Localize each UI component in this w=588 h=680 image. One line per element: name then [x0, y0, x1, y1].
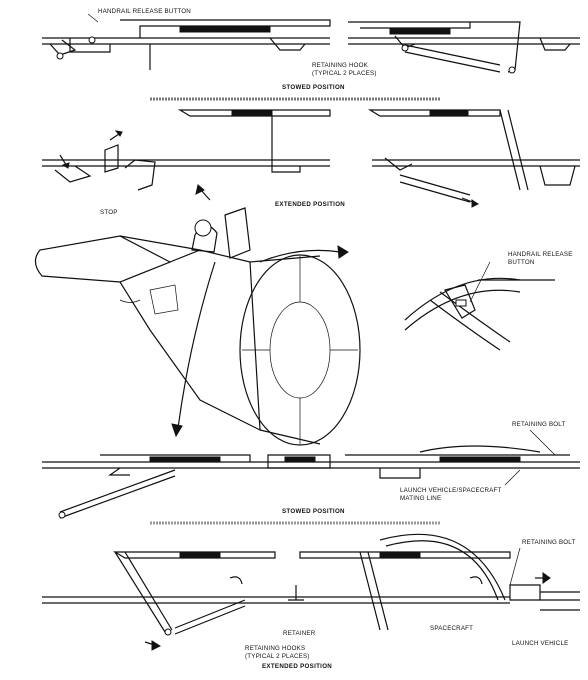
- label-retaining-hook: RETAINING HOOK: [312, 62, 368, 69]
- extended-right-mechanism: [367, 109, 580, 208]
- label-stop: STOP: [100, 209, 118, 216]
- heading-stowed-bottom: STOWED POSITION: [282, 508, 345, 515]
- handrail-release-detail: [404, 261, 555, 351]
- extended-left-mechanism: [42, 109, 331, 191]
- label-launch-vehicle: LAUNCH VEHICLE: [512, 640, 569, 647]
- label-retaining-hooks-note: (TYPICAL 2 PLACES): [245, 653, 310, 660]
- label-retaining-hooks: RETAINING HOOKS: [245, 645, 306, 652]
- label-spacecraft: SPACECRAFT: [430, 625, 474, 632]
- label-handrail-release-detail-1: HANDRAIL RELEASE: [508, 251, 573, 258]
- label-retaining-bolt-1: RETAINING BOLT: [512, 421, 566, 428]
- bottom-stowed-mechanism: [42, 429, 580, 519]
- label-retainer: RETAINER: [283, 630, 316, 637]
- label-mating-line-2: MATING LINE: [400, 495, 442, 502]
- heading-stowed-top: STOWED POSITION: [282, 84, 345, 91]
- label-handrail-release-button-top: HANDRAIL RELEASE BUTTON: [98, 8, 191, 15]
- label-retaining-hook-note: (TYPICAL 2 PLACES): [312, 70, 377, 77]
- label-mating-line-1: LAUNCH VEHICLE/SPACECRAFT: [400, 487, 502, 494]
- heading-extended-bottom: EXTENDED POSITION: [262, 663, 333, 670]
- bottom-extended-mechanism: [42, 533, 580, 651]
- top-right-stowed-mechanism: [348, 21, 580, 74]
- label-handrail-release-detail-2: BUTTON: [508, 259, 535, 266]
- spacecraft-illustration: [34, 184, 361, 446]
- label-retaining-bolt-2: RETAINING BOLT: [522, 539, 576, 546]
- top-left-stowed-mechanism: [42, 13, 331, 70]
- heading-extended-top: EXTENDED POSITION: [275, 201, 346, 208]
